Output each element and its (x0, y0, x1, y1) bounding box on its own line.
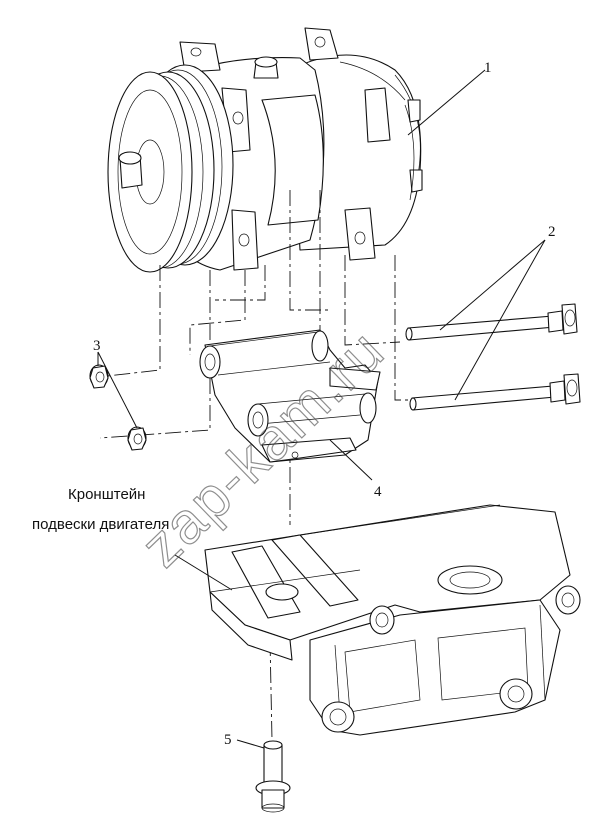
callout-1: 1 (484, 60, 492, 76)
callout-2: 2 (548, 224, 556, 240)
long-bolts (405, 303, 581, 411)
engine-mount-bracket (204, 504, 581, 736)
callout-4: 4 (374, 484, 382, 500)
center-lines (89, 190, 415, 741)
leader-lines (97, 69, 546, 749)
callout-5: 5 (224, 732, 232, 748)
flange-nuts (89, 364, 147, 451)
compressor-bracket (199, 329, 381, 463)
compressor (107, 27, 423, 273)
callout-3: 3 (93, 338, 101, 354)
caption-line-1: Кронштейн (68, 486, 145, 503)
caption-line-2: подвески двигателя (32, 516, 169, 533)
mount-bolt (255, 740, 291, 813)
